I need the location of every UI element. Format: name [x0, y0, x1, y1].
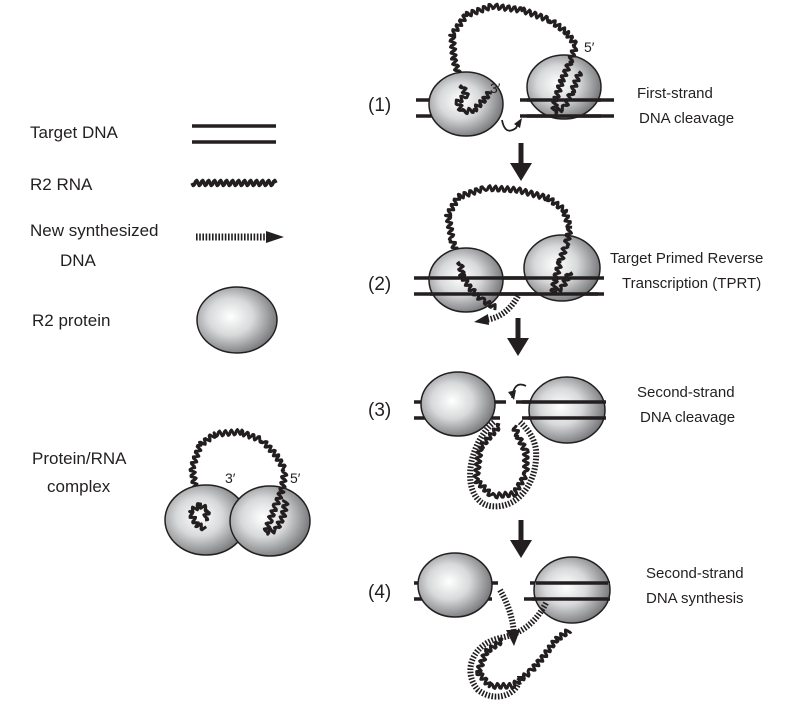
- step-4-rna-loop: [475, 628, 573, 690]
- step-4-desc-line1: Second-strand: [646, 565, 744, 582]
- legend-target-dna-symbol: [192, 124, 276, 144]
- legend-complex-label-line1: Protein/RNA: [32, 449, 127, 468]
- legend-r2-protein-label: R2 protein: [32, 311, 110, 330]
- legend-r2-rna-label: R2 RNA: [30, 175, 93, 194]
- step-2: (2) Target Primed Reverse Transcription …: [368, 184, 763, 325]
- step-2-new-dna-arrowhead: [474, 314, 489, 325]
- legend: Target DNA R2 RNA New synthesized DNA R2…: [30, 123, 284, 496]
- step-1-number: (1): [368, 95, 391, 116]
- protein-rna-complex: 3′ 5′: [164, 428, 311, 557]
- step-1-protein-right: [526, 54, 602, 120]
- complex-protein-right: [229, 485, 311, 557]
- step-1-rna-5prime-end: [550, 43, 583, 116]
- legend-r2-rna-symbol: [190, 178, 278, 188]
- step-2-desc-line1: Target Primed Reverse: [610, 250, 763, 267]
- step-1-rna-3prime-end: [454, 83, 493, 116]
- step-3: (3) Second-strand DNA cleavage: [368, 371, 735, 510]
- legend-new-dna-symbol: [196, 231, 284, 243]
- step-3-protein-left: [420, 371, 496, 437]
- step-1-cleavage-arrow: [501, 119, 520, 132]
- step-2-desc-line2: Transcription (TPRT): [622, 275, 761, 292]
- step-4-new-dna-loop: [467, 601, 549, 700]
- step-3-protein-right: [528, 376, 606, 444]
- legend-new-dna-label-line1: New synthesized: [30, 221, 159, 240]
- complex-5prime-label: 5′: [290, 470, 301, 486]
- legend-complex-label-line2: complex: [47, 477, 111, 496]
- complex-rna-5prime-end: [262, 468, 290, 536]
- step-4-desc-line2: DNA synthesis: [646, 590, 744, 607]
- step-3-desc-line1: Second-strand: [637, 384, 735, 401]
- step-3-rna-loop: [472, 422, 530, 500]
- step-1-rna-loop: [448, 2, 578, 87]
- complex-rna-3prime-end: [188, 502, 211, 532]
- step-4-protein-right: [533, 556, 611, 624]
- legend-target-dna-label: Target DNA: [30, 123, 119, 142]
- step-2-rna-loop: [443, 184, 573, 264]
- legend-new-dna-label-line2: DNA: [60, 251, 97, 270]
- step-4-new-dna-arrowhead: [506, 630, 520, 646]
- step-arrow-3-to-4: [510, 520, 532, 558]
- step-1: (1) 3′ 5′ First-strand DNA cleavage: [368, 2, 734, 137]
- step-3-desc-line2: DNA cleavage: [640, 409, 735, 426]
- step-arrow-1-to-2: [510, 143, 532, 181]
- step-1-desc-line2: DNA cleavage: [639, 110, 734, 127]
- legend-r2-protein-symbol: [196, 286, 278, 354]
- step-1-protein-left: [428, 71, 504, 137]
- step-4-number: (4): [368, 582, 391, 603]
- step-1-5prime-label: 5′: [584, 39, 595, 55]
- step-2-number: (2): [368, 274, 391, 295]
- step-2-rna-5prime-end: [549, 226, 574, 296]
- step-4: (4) Second-strand DNA synthesis: [368, 552, 744, 700]
- step-4-protein-left: [417, 552, 493, 618]
- step-1-3prime-label: 3′: [490, 80, 501, 96]
- step-2-rna-3prime-end: [456, 260, 497, 311]
- step-3-number: (3): [368, 400, 391, 421]
- step-arrow-2-to-3: [507, 318, 529, 356]
- step-1-desc-line1: First-strand: [637, 85, 713, 102]
- complex-3prime-label: 3′: [225, 470, 236, 486]
